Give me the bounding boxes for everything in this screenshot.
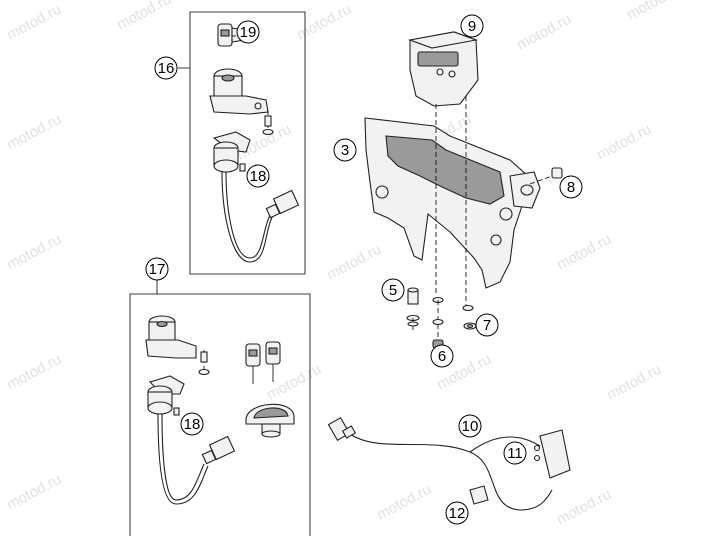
keys-pair: [245, 341, 281, 384]
callout-11: 11: [503, 441, 527, 465]
svg-text:7: 7: [483, 317, 491, 334]
screw-washer-16: [262, 110, 274, 136]
callout-9: 9: [460, 14, 484, 38]
svg-text:6: 6: [438, 348, 446, 365]
group-17-frame-right: [157, 293, 311, 536]
svg-text:18: 18: [184, 416, 201, 433]
svg-text:18: 18: [250, 168, 267, 185]
callout-10: 10: [458, 414, 482, 438]
callout-12: 12: [445, 501, 469, 525]
svg-text:19: 19: [240, 24, 257, 41]
callout-18-bottom: 18: [180, 412, 204, 436]
ignition-switch: [212, 131, 251, 173]
watermark: motod.ru: [604, 361, 664, 404]
svg-text:9: 9: [468, 18, 476, 35]
svg-text:12: 12: [449, 505, 466, 522]
screw-washer-17: [198, 350, 210, 376]
watermark: motod.ru: [554, 486, 614, 529]
watermark: motod.ru: [114, 0, 174, 34]
callout-3: 3: [333, 138, 357, 162]
callout-8: 8: [559, 175, 583, 199]
instrument-9: [407, 31, 479, 306]
watermark: motod.ru: [594, 121, 654, 164]
group-17-frame-left: [129, 280, 158, 536]
speedo-cable-10: [327, 416, 571, 511]
callout-16: 16: [154, 56, 178, 80]
callouts: 16 19 18 17 18 9 3 8: [145, 14, 583, 525]
callout-5: 5: [381, 278, 405, 302]
lock-switch-wire: [157, 413, 236, 505]
ignition-lock: [209, 68, 269, 115]
watermark: motod.ru: [4, 1, 64, 44]
lock-cylinder: [145, 315, 197, 359]
watermark-layer: motod.ru motod.ru motod.ru motod.ru moto…: [4, 0, 684, 529]
tank-cap: [245, 403, 295, 438]
watermark: motod.ru: [624, 0, 684, 24]
svg-text:3: 3: [341, 142, 349, 159]
group-16-frame: [178, 11, 306, 275]
callout-6: 6: [430, 344, 454, 368]
svg-text:17: 17: [149, 261, 166, 278]
watermark: motod.ru: [554, 231, 614, 274]
watermark: motod.ru: [4, 231, 64, 274]
svg-text:8: 8: [567, 179, 575, 196]
screw-8: [529, 167, 563, 185]
watermark: motod.ru: [4, 111, 64, 154]
watermark: motod.ru: [4, 351, 64, 394]
svg-text:5: 5: [389, 282, 397, 299]
watermark: motod.ru: [294, 1, 354, 44]
callout-18-top: 18: [246, 164, 270, 188]
watermark: motod.ru: [324, 241, 384, 284]
switch-wire: [221, 171, 300, 263]
instrument-holder-3: [364, 117, 541, 289]
cable-clip-12: [469, 485, 489, 505]
callout-19: 19: [236, 20, 260, 44]
key-19: [217, 23, 245, 47]
watermark: motod.ru: [374, 481, 434, 524]
svg-text:10: 10: [462, 418, 479, 435]
callout-17: 17: [145, 257, 169, 281]
lock-set-kit-17: [129, 280, 311, 536]
callout-7: 7: [475, 313, 499, 337]
watermark: motod.ru: [514, 11, 574, 54]
ignition-lock-kit-16: [178, 11, 306, 275]
watermark: motod.ru: [4, 471, 64, 514]
lock-switch: [147, 375, 185, 416]
svg-text:16: 16: [158, 60, 175, 77]
screws-11: [533, 444, 541, 462]
svg-text:11: 11: [507, 445, 523, 462]
